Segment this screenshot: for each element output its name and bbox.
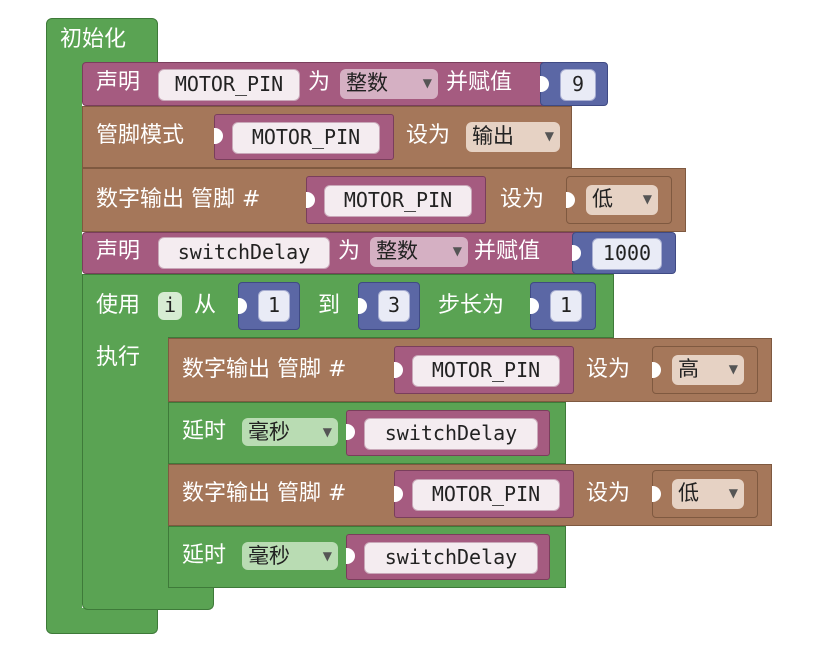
delay-label: 延时 bbox=[182, 543, 227, 568]
input-nib bbox=[346, 548, 355, 564]
input-nib bbox=[540, 76, 549, 92]
dropdown-arrow-icon: ▼ bbox=[728, 362, 738, 376]
setup-block-foot bbox=[46, 608, 158, 634]
set-label: 设为 bbox=[500, 187, 545, 212]
delay-variable-field[interactable]: switchDelay bbox=[364, 418, 538, 450]
as-label: 为 bbox=[338, 239, 361, 264]
loop-to-label: 到 bbox=[318, 293, 341, 318]
pin-variable-field[interactable]: MOTOR_PIN bbox=[412, 479, 560, 511]
delay-unit-dropdown[interactable]: 毫秒 ▼ bbox=[242, 418, 338, 446]
assign-label: 并赋值 bbox=[474, 239, 541, 264]
loop-from-label: 从 bbox=[194, 293, 217, 318]
pin-variable-field[interactable]: MOTOR_PIN bbox=[412, 355, 560, 387]
level-dropdown-value: 低 bbox=[678, 481, 699, 505]
digital-write-label: 数字输出 管脚 # bbox=[182, 481, 347, 506]
input-nib bbox=[394, 486, 403, 502]
dropdown-arrow-icon: ▼ bbox=[422, 76, 432, 90]
number-value-field[interactable]: 1000 bbox=[592, 238, 662, 270]
loop-do-label: 执行 bbox=[96, 345, 141, 370]
dropdown-arrow-icon: ▼ bbox=[322, 425, 332, 439]
input-nib bbox=[358, 298, 367, 314]
input-nib bbox=[346, 424, 355, 440]
set-label: 设为 bbox=[586, 357, 631, 382]
dropdown-arrow-icon: ▼ bbox=[642, 192, 652, 206]
input-nib bbox=[530, 298, 539, 314]
set-label: 设为 bbox=[406, 123, 451, 148]
variable-name-field[interactable]: switchDelay bbox=[158, 237, 330, 269]
digital-write-label: 数字输出 管脚 # bbox=[182, 357, 347, 382]
input-nib bbox=[566, 192, 575, 208]
setup-block-spine bbox=[46, 60, 82, 622]
delay-label: 延时 bbox=[182, 419, 227, 444]
pin-mode-label: 管脚模式 bbox=[96, 123, 185, 148]
declare-label: 声明 bbox=[96, 70, 141, 95]
delay-variable-field[interactable]: switchDelay bbox=[364, 542, 538, 574]
setup-label: 初始化 bbox=[60, 27, 127, 52]
number-value-field[interactable]: 9 bbox=[560, 69, 596, 101]
type-dropdown-value: 整数 bbox=[376, 239, 418, 263]
delay-unit-value: 毫秒 bbox=[248, 544, 290, 568]
input-nib bbox=[652, 362, 661, 378]
assign-label: 并赋值 bbox=[446, 70, 513, 95]
input-nib bbox=[652, 486, 661, 502]
digital-write-label: 数字输出 管脚 # bbox=[96, 187, 261, 212]
mode-dropdown[interactable]: 输出 ▼ bbox=[466, 122, 560, 152]
delay-unit-value: 毫秒 bbox=[248, 420, 290, 444]
input-nib bbox=[394, 362, 403, 378]
loop-variable[interactable]: i bbox=[158, 292, 182, 320]
loop-step-field[interactable]: 1 bbox=[550, 290, 582, 322]
variable-name-field[interactable]: MOTOR_PIN bbox=[158, 69, 300, 101]
type-dropdown[interactable]: 整数 ▼ bbox=[340, 69, 438, 99]
dropdown-arrow-icon: ▼ bbox=[322, 549, 332, 563]
mode-dropdown-value: 输出 bbox=[472, 124, 514, 148]
pin-variable-field[interactable]: MOTOR_PIN bbox=[324, 185, 472, 217]
pin-variable-field[interactable]: MOTOR_PIN bbox=[232, 122, 380, 154]
loop-step-label: 步长为 bbox=[438, 293, 505, 318]
input-nib bbox=[572, 245, 581, 261]
set-label: 设为 bbox=[586, 481, 631, 506]
delay-unit-dropdown[interactable]: 毫秒 ▼ bbox=[242, 542, 338, 570]
level-dropdown-value: 高 bbox=[678, 357, 699, 381]
type-dropdown-value: 整数 bbox=[346, 71, 388, 95]
loop-use-label: 使用 bbox=[96, 293, 141, 318]
level-dropdown[interactable]: 高▼ bbox=[672, 355, 744, 385]
loop-start-field[interactable]: 1 bbox=[258, 290, 290, 322]
input-nib bbox=[238, 298, 247, 314]
dropdown-arrow-icon: ▼ bbox=[544, 129, 554, 143]
declare-label: 声明 bbox=[96, 239, 141, 264]
for-loop-spine bbox=[82, 330, 168, 588]
level-dropdown[interactable]: 低▼ bbox=[586, 185, 658, 215]
as-label: 为 bbox=[308, 70, 331, 95]
type-dropdown[interactable]: 整数 ▼ bbox=[370, 237, 468, 267]
dropdown-arrow-icon: ▼ bbox=[728, 486, 738, 500]
input-nib bbox=[306, 192, 315, 208]
level-dropdown[interactable]: 低▼ bbox=[672, 479, 744, 509]
for-loop-foot bbox=[82, 584, 214, 610]
loop-end-field[interactable]: 3 bbox=[378, 290, 410, 322]
dropdown-arrow-icon: ▼ bbox=[452, 244, 462, 258]
level-dropdown-value: 低 bbox=[592, 187, 613, 211]
input-nib bbox=[214, 128, 223, 144]
